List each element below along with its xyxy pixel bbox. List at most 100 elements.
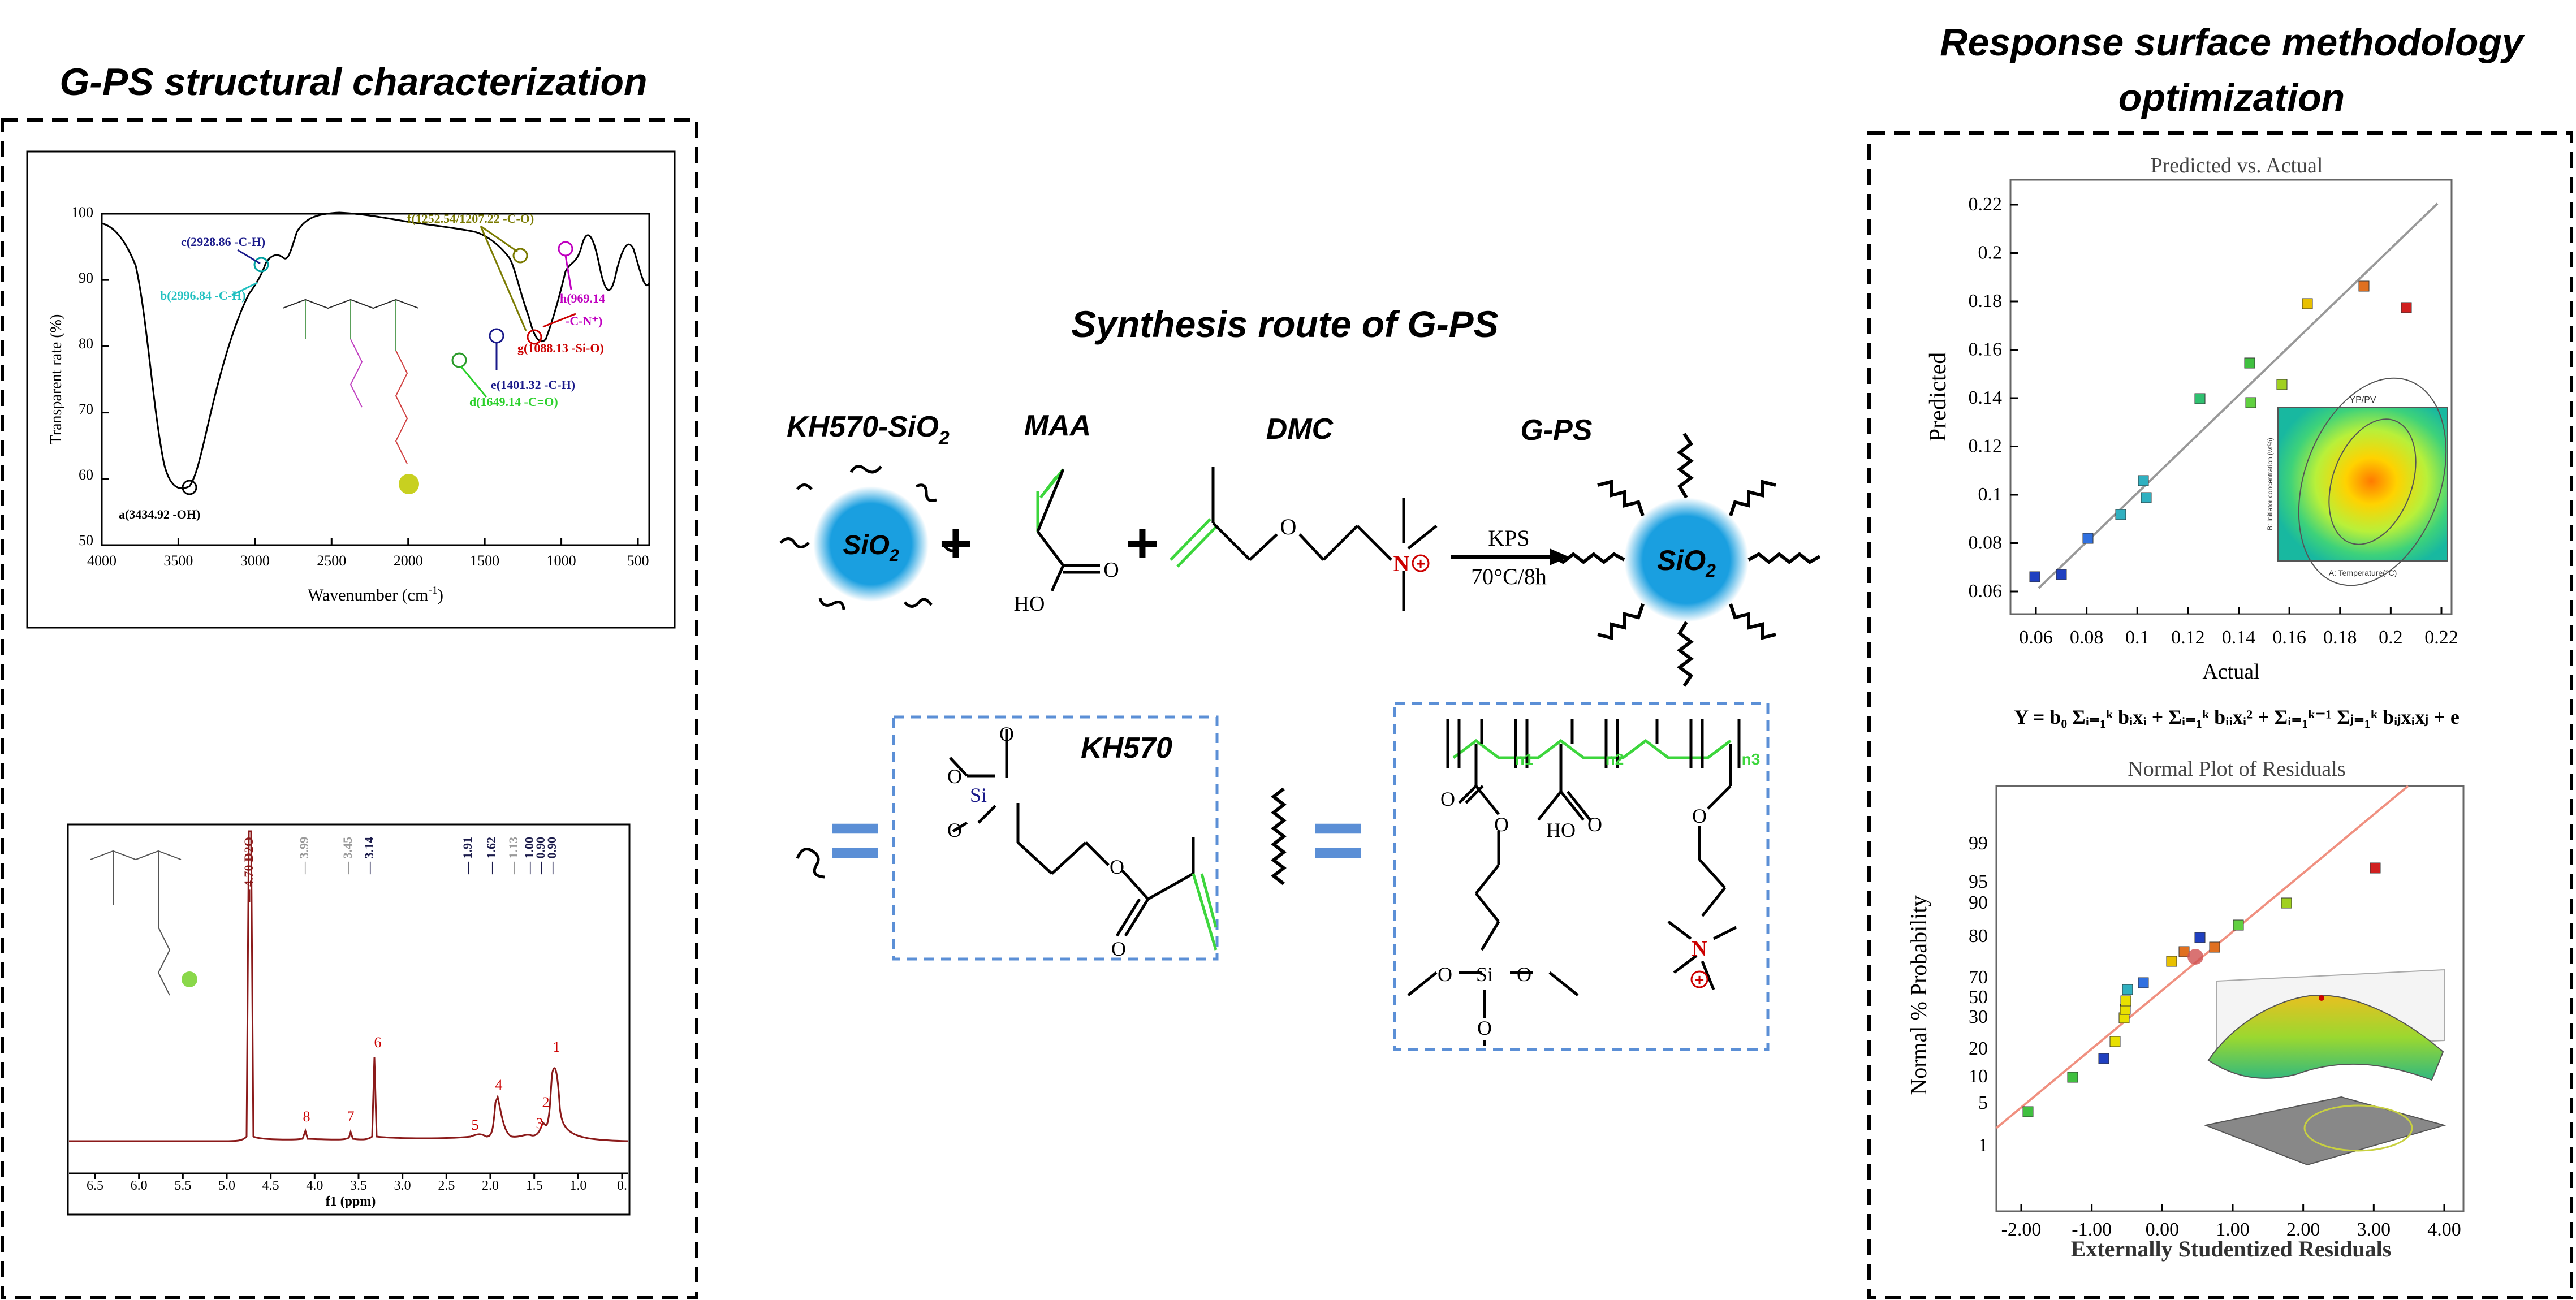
residuals-inset-peak: [2319, 995, 2324, 1001]
pva-x-label: Actual: [2202, 660, 2259, 684]
pva-y-tick: 0.1: [1978, 484, 2003, 505]
polymer-n2: n2: [1606, 750, 1624, 768]
residuals-point: [2067, 1072, 2078, 1083]
dmc-n: N: [1393, 551, 1410, 576]
squiggle-symbol: [796, 848, 825, 879]
pva-y-tick: 0.18: [1969, 291, 2003, 312]
residuals-y-tick: 20: [1969, 1038, 1988, 1059]
polymer-o6: O: [1587, 813, 1602, 836]
ftir-arrow-h: [564, 255, 572, 290]
pva-points: [2029, 280, 2412, 582]
nmr-top-labels: — 4.70 D2O— 3.99— 3.45— 3.14— 1.91— 1.62…: [241, 837, 559, 903]
residuals-y-tick: 1: [1978, 1135, 1988, 1156]
pva-y-tick: 0.14: [1969, 387, 2003, 408]
residuals-points: [2022, 862, 2381, 1117]
residuals-inset-floor-contour: [2303, 1104, 2413, 1152]
left-title: G-PS structural characterization: [59, 61, 647, 103]
polymer-dashed-box: [1393, 702, 1770, 1051]
pva-point: [2141, 492, 2152, 503]
residuals-x-tick: 4.00: [2427, 1219, 2461, 1240]
kh570-sio2-particle-text: SiO2: [843, 530, 899, 565]
nmr-x-tick: 4.5: [262, 1178, 279, 1193]
ftir-peak-f: f(1252.54/1207.22 -C-O): [407, 211, 534, 226]
pva-y-tick: 0.16: [1969, 339, 2003, 360]
polymer-o4: O: [1517, 963, 1531, 986]
pva-x-tick: 0.1: [2125, 627, 2150, 648]
maa-molecule: [1036, 468, 1100, 592]
nmr-top-label: — 0.90: [545, 837, 559, 875]
nmr-x-tick: 3.5: [350, 1178, 367, 1193]
dmc-n-charge: [1412, 554, 1430, 572]
polymer-brackets: [1407, 719, 1741, 1046]
residuals-point: [2281, 897, 2292, 909]
nmr-peak-1: 1: [553, 1039, 560, 1055]
nmr-peak-8: 8: [303, 1108, 310, 1125]
nmr-top-label: — 4.70 D2O: [241, 837, 256, 903]
ftir-peak-g: g(1088.13 -Si-O): [517, 341, 604, 355]
residuals-point: [2098, 1053, 2109, 1064]
nmr-x-tick: 0.: [617, 1178, 627, 1193]
nmr-peak-numbers: 1 2 3 4 5 6 7 8: [303, 1034, 560, 1133]
ftir-y-tick: 100: [71, 204, 93, 221]
pva-y-tick: 0.12: [1969, 436, 2003, 457]
ftir-x-tick: 4000: [87, 552, 116, 569]
kh570-o4: O: [1110, 856, 1124, 878]
pva-point: [2244, 357, 2255, 369]
pva-y-tick: 0.08: [1969, 533, 2003, 554]
ftir-y-tick: 70: [79, 401, 93, 417]
residuals-x-tick: 0.00: [2146, 1219, 2180, 1240]
residuals-inset-floor: [2203, 1096, 2446, 1166]
polymer-ho: HO: [1546, 819, 1576, 841]
nmr-top-label: — 0.90: [533, 837, 547, 875]
ftir-y-tick: 90: [79, 270, 93, 286]
plus-sign-2: +: [1126, 512, 1159, 575]
pva-plot-area: [2009, 179, 2453, 615]
reaction-conditions: 70°C/8h: [1471, 564, 1547, 589]
residuals-point: [2233, 919, 2244, 931]
center-panel: Synthesis route of G-PS KH570-SiO2 MAA D…: [779, 303, 1821, 1051]
reaction-arrow: KPS 70°C/8h: [1451, 525, 1569, 589]
polymer-n-charge-plus: +: [1695, 971, 1704, 988]
right-title-line1: Response surface methodology: [1940, 21, 2525, 64]
maa-ho: HO: [1014, 592, 1045, 616]
residuals-chart: Normal Plot of Residuals 999590807050302…: [1906, 757, 2465, 1262]
residuals-x-tick: 1.00: [2216, 1219, 2250, 1240]
kh570-si: Si: [970, 784, 987, 806]
kh570-label: KH570: [1081, 732, 1172, 765]
ftir-peak-e: e(1401.32 -C-H): [491, 378, 575, 392]
kh570-sio2-particle: SiO2: [779, 465, 960, 610]
ftir-x-tick: 1000: [547, 552, 576, 569]
nmr-spectrum-line: [69, 830, 628, 1142]
right-panel: Response surface methodology optimizatio…: [1867, 21, 2573, 1299]
pva-inset-title: YP/PV: [2349, 395, 2376, 405]
nmr-peak-2: 2: [542, 1094, 550, 1111]
ftir-plot-area: [101, 213, 650, 546]
pva-point: [2082, 533, 2094, 544]
reactant-kh570-sio2-label: KH570-SiO2: [787, 411, 950, 449]
polymer-n1: n1: [1515, 750, 1534, 768]
nmr-x-tick: 5.0: [218, 1178, 235, 1193]
residuals-point: [2109, 1036, 2121, 1047]
pva-point: [2302, 298, 2313, 309]
nmr-peak-5: 5: [472, 1117, 479, 1133]
residuals-plot-area: [1995, 785, 2465, 1212]
nmr-peak-6: 6: [374, 1034, 382, 1051]
pva-x-tick: 0.16: [2272, 627, 2306, 648]
polymer-o2: O: [1494, 813, 1509, 836]
polymer-n3: n3: [1742, 750, 1761, 768]
residuals-point: [2209, 941, 2220, 953]
pva-x-tick: 0.06: [2019, 627, 2053, 648]
ftir-peak-h1: h(969.14: [560, 291, 605, 305]
nmr-top-label: — 1.62: [484, 837, 498, 875]
ftir-x-label: Wavenumber (cm-1): [308, 584, 443, 604]
reaction-catalyst: KPS: [1488, 525, 1529, 551]
left-panel: G-PS structural characterization 1009080…: [1, 61, 698, 1299]
residuals-highlight: [2187, 949, 2203, 965]
nmr-x-tick: 6.0: [131, 1178, 148, 1193]
residuals-inset-surface: [2207, 994, 2444, 1081]
